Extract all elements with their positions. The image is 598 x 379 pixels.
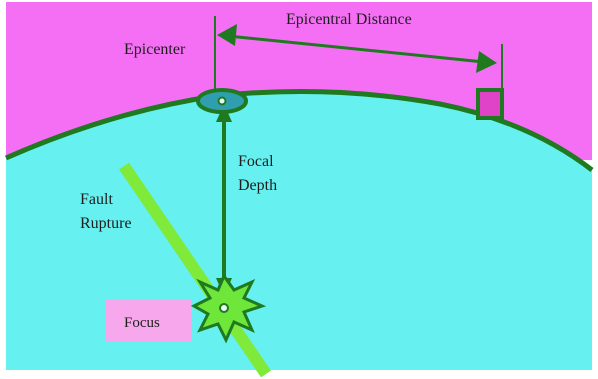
focus-label: Focus [124, 315, 160, 331]
focal-depth-label-line1: Focal [238, 153, 274, 170]
focus-center-dot [220, 304, 228, 312]
fault-rupture-label-line1: Fault [80, 191, 113, 208]
epicenter-center-dot [219, 98, 226, 105]
focal-depth-label-line2: Depth [238, 177, 277, 194]
fault-rupture-label-line2: Rupture [80, 215, 132, 232]
seismic-station-icon [478, 90, 502, 118]
epicentral-distance-label: Epicentral Distance [286, 11, 412, 28]
epicenter-label: Epicenter [124, 41, 186, 58]
